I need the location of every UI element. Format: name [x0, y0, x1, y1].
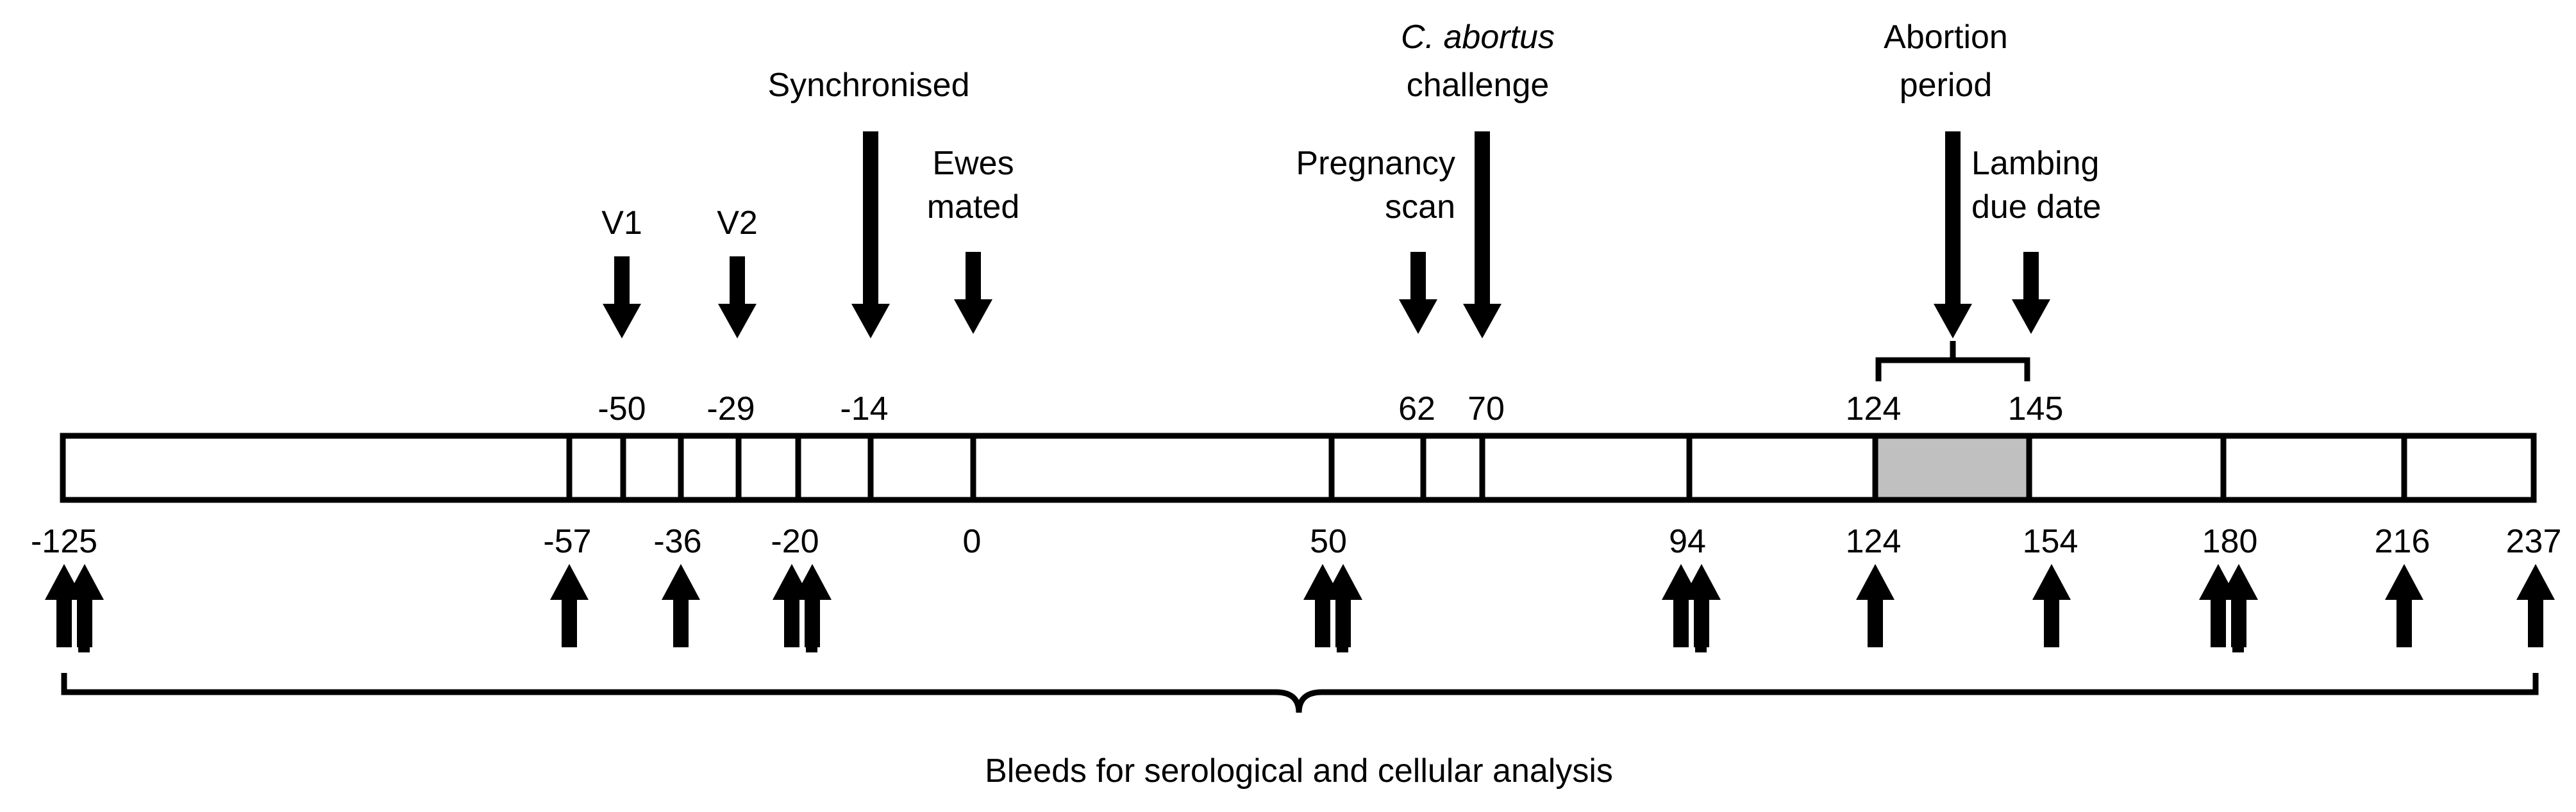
event-synchronised: Synchronised -14	[767, 67, 969, 427]
timeline-bar	[60, 433, 2537, 503]
event-pregnancy-scan: Pregnancy scan 62	[1296, 145, 1455, 427]
bleed-day-label: -20	[771, 523, 819, 560]
event-challenge: C. abortus challenge 70	[1401, 19, 1555, 427]
event-abortion-period: Abortion period 124 145	[1846, 19, 2064, 427]
bleeds-caption: Bleeds for serological and cellular anal…	[985, 752, 1613, 790]
day-label-synchronised: -14	[840, 390, 888, 427]
bleed-day-label: -36	[653, 523, 701, 560]
day-label-pregnancy-scan: 62	[1398, 390, 1435, 427]
day-label-challenge: 70	[1468, 390, 1505, 427]
arrow-lambing-due-date	[2012, 252, 2050, 334]
bleed-day-label: 180	[2202, 523, 2258, 560]
bleed-arrow-single	[2032, 564, 2071, 647]
bleed-day-label: 237	[2506, 523, 2562, 560]
arrow-ewes-mated	[954, 252, 992, 334]
bleed-day-label: 50	[1310, 523, 1347, 560]
bleed-day-label: 94	[1669, 523, 1706, 560]
event-ewes-mated: Ewes mated	[927, 145, 1020, 334]
timeline-outline	[60, 433, 2537, 503]
bleed-day-label: 124	[1846, 523, 1902, 560]
event-lambing-due-date: Lambing due date	[1971, 145, 2101, 334]
arrow-v2	[718, 256, 757, 338]
bleeds-brace	[61, 673, 2539, 713]
event-label-lambing-line2: due date	[1971, 188, 2101, 226]
event-label-pregnancy-scan-line2: scan	[1385, 188, 1455, 226]
arrow-challenge	[1463, 131, 1501, 338]
bleed-day-label: 216	[2375, 523, 2430, 560]
bleed-day-label: 154	[2023, 523, 2078, 560]
bleed-arrow-double	[45, 564, 104, 652]
bleed-day-labels: -125 -57 -36 -20 0 50 94 124 154 180 216…	[31, 523, 2561, 560]
bleed-day-label: -125	[31, 523, 97, 560]
bleed-day-label: -57	[543, 523, 591, 560]
event-label-pregnancy-scan-line1: Pregnancy	[1296, 145, 1455, 182]
bleed-arrow-double	[1303, 564, 1362, 652]
arrow-pregnancy-scan	[1399, 252, 1437, 334]
bleed-arrow-single	[2516, 564, 2555, 647]
abortion-window	[1875, 436, 2032, 500]
day-label-v2: -29	[707, 390, 755, 427]
bleed-arrow-single	[662, 564, 700, 647]
bleed-arrow-double	[1662, 564, 1721, 652]
bleed-arrow-single	[2385, 564, 2423, 647]
abortion-period-bracket	[1875, 341, 2030, 381]
event-label-v1: V1	[601, 204, 642, 242]
arrow-abortion-period	[1934, 131, 1972, 338]
event-label-challenge-line2: challenge	[1407, 67, 1550, 104]
event-v2: V2 -29	[707, 204, 757, 427]
bleed-day-label: 0	[963, 523, 982, 560]
event-label-ewes-mated-line2: mated	[927, 188, 1020, 226]
event-label-challenge-line1: C. abortus	[1401, 19, 1555, 56]
arrow-v1	[603, 256, 641, 338]
event-label-abortion-period-line2: period	[1900, 67, 1993, 104]
event-label-abortion-period-line1: Abortion	[1884, 19, 2008, 56]
timeline-dividers	[566, 436, 2407, 500]
bleed-arrow-double	[2199, 564, 2258, 652]
bleed-arrow-single	[1856, 564, 1894, 647]
bleed-arrow-single	[550, 564, 589, 647]
event-v1: V1 -50	[598, 204, 646, 427]
bleed-arrows	[45, 564, 2555, 652]
event-label-lambing-line1: Lambing	[1971, 145, 2099, 182]
event-label-synchronised: Synchronised	[767, 67, 969, 104]
day-label-abortion-start: 124	[1846, 390, 1902, 427]
bleed-arrow-double	[773, 564, 832, 652]
arrow-synchronised	[851, 131, 890, 338]
day-label-v1: -50	[598, 390, 646, 427]
day-label-abortion-end: 145	[2008, 390, 2064, 427]
event-label-v2: V2	[717, 204, 758, 242]
event-label-ewes-mated-line1: Ewes	[932, 145, 1014, 182]
